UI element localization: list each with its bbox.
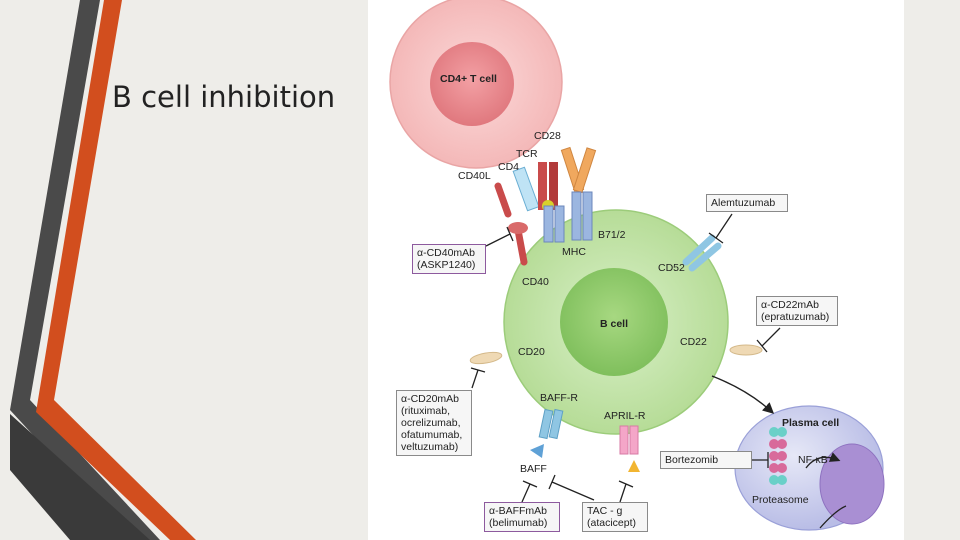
cd40-receptor [514, 226, 528, 266]
inhibit-tacig-april [618, 480, 634, 503]
tacig-box: TAC - g (atacicept) [582, 502, 648, 532]
nfkb-label: NF-κB [798, 454, 828, 466]
dark-stripe [10, 0, 160, 540]
cd22mab-box: α-CD22mAb (epratuzumab) [756, 296, 838, 326]
baff-r-receptor [538, 408, 554, 440]
cd22-receptor [729, 344, 763, 356]
nfkb-arrow [805, 452, 841, 469]
tcr-chain-b [549, 162, 558, 210]
inhibit-alemtuzumab [708, 213, 733, 244]
baff-label: BAFF [520, 463, 547, 475]
cd20mab-line4: ofatumumab, [401, 429, 463, 441]
tacig-line2: (atacicept) [587, 517, 637, 529]
cd20-receptor [469, 351, 503, 365]
decorative-stripes [10, 0, 196, 540]
cd40mab-box: α-CD40mAb (ASKP1240) [412, 244, 486, 274]
inhibit-cd22mab [756, 327, 781, 353]
inhibit-cd40mab [485, 226, 514, 247]
b-cell-nucleus [560, 268, 668, 376]
cd20mab-line5: veltuzumab) [401, 441, 459, 453]
inhibit-cd20mab [470, 367, 486, 389]
cd40l-label: CD40L [458, 170, 491, 182]
cd20mab-line1: α-CD20mAb [401, 393, 460, 405]
plasma-cell-nucleus [819, 443, 885, 525]
april-r-receptor [619, 425, 629, 455]
differentiation-arrow [711, 375, 775, 414]
baff-r-receptor-b [548, 408, 564, 440]
cd52-label: CD52 [658, 262, 685, 274]
cd22mab-line1: α-CD22mAb [761, 299, 820, 311]
cd40-head [508, 222, 528, 234]
tcr-label: TCR [516, 148, 538, 160]
mhc-chain-a [543, 205, 554, 243]
inhibit-tacig-baff [548, 474, 595, 501]
b-cell-label: B cell [600, 318, 629, 330]
cd52-receptor [682, 234, 722, 272]
cd4-label: CD4 [498, 161, 520, 173]
bortezomib-label: Bortezomib [665, 454, 719, 466]
cd20mab-box: α-CD20mAb (rituximab, ocrelizumab, ofatu… [396, 390, 472, 456]
tacig-line1: TAC - g [587, 505, 623, 517]
cd20mab-line2: (rituximab, [401, 405, 451, 417]
cd40l-receptor [494, 182, 512, 218]
t-cell-nucleus [430, 42, 514, 126]
t-cell-label: CD4+ T cell [440, 73, 497, 85]
plasma-output-arrow [819, 505, 847, 529]
tcr-chain-a [538, 162, 547, 210]
baff-r-label: BAFF-R [540, 392, 578, 404]
baffmab-box: α-BAFFmAb (belimumab) [484, 502, 560, 532]
mhc-label: MHC [562, 246, 586, 258]
april-ligand [628, 460, 640, 472]
cd28-receptor-b [572, 147, 597, 194]
baffmab-line2: (belimumab) [489, 517, 548, 529]
cd40mab-line1: α-CD40mAb [417, 247, 476, 259]
bottom-dark-wedge [10, 414, 150, 540]
april-r-label: APRIL-R [604, 410, 646, 422]
alemtuzumab-label: Alemtuzumab [711, 197, 776, 209]
inhibit-baffmab [521, 480, 538, 503]
cd20mab-line3: ocrelizumab, [401, 417, 461, 429]
figure-panel: CD4+ T cell B cell Plasma cell CD28 TCR … [368, 0, 904, 540]
cd22-label: CD22 [680, 336, 707, 348]
proteasome-label: Proteasome [752, 494, 809, 506]
b71-2-receptor-b [582, 191, 593, 241]
slide-title: B cell inhibition [112, 80, 336, 114]
cd40-label: CD40 [522, 276, 549, 288]
alemtuzumab-box: Alemtuzumab [706, 194, 788, 212]
inhibit-bortezomib [752, 452, 769, 468]
mhc-chain-b [554, 205, 565, 243]
orange-stripe [36, 0, 196, 540]
cd4-receptor [512, 166, 540, 212]
april-r-receptor-b [629, 425, 639, 455]
cd20-label: CD20 [518, 346, 545, 358]
proteasome-stack [769, 427, 787, 485]
b71-2-label: B71/2 [598, 229, 626, 241]
baff-ligand [530, 444, 544, 458]
cd28-label: CD28 [534, 130, 561, 142]
b71-2-receptor [571, 191, 582, 241]
plasma-cell-label: Plasma cell [782, 417, 840, 429]
cd22mab-line2: (epratuzumab) [761, 311, 830, 323]
diagram-graphics [389, 0, 885, 531]
baffmab-line1: α-BAFFmAb [489, 505, 547, 517]
cd40mab-line2: (ASKP1240) [417, 259, 476, 271]
bortezomib-box: Bortezomib [660, 451, 752, 469]
